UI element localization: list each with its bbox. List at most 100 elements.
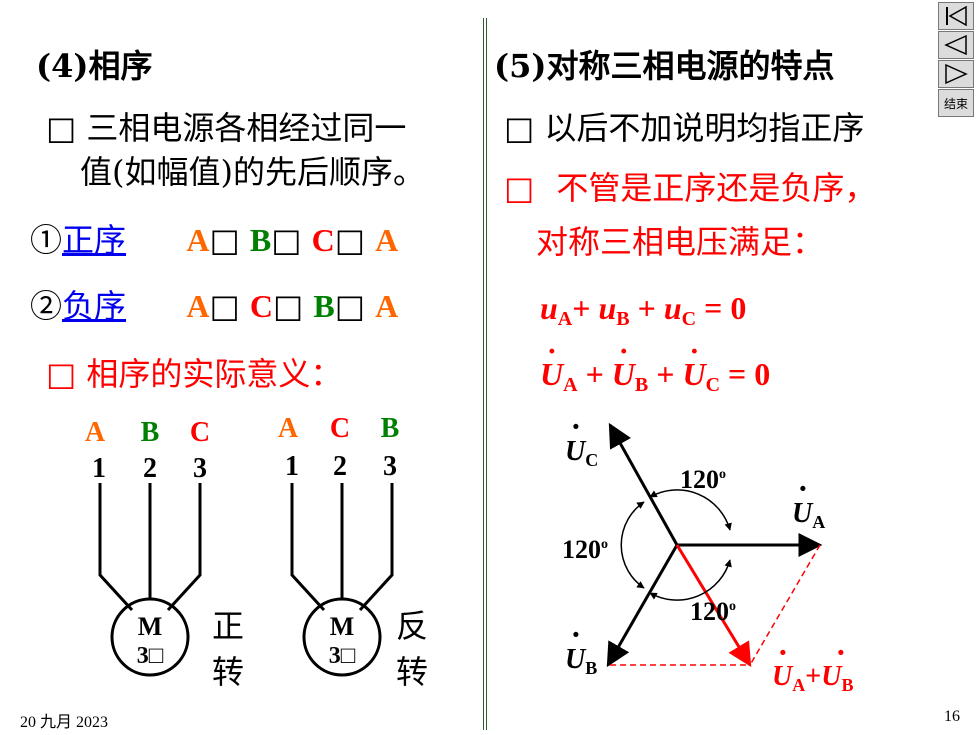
dot-ub: ·: [571, 618, 581, 651]
phasor-ub: [606, 544, 679, 668]
wire-3: [166, 483, 202, 612]
next-slide-icon: [945, 63, 968, 85]
motor-forward: A B C 1 2 3 M 3□ 正 转: [85, 417, 244, 691]
sub-b: B: [634, 374, 649, 396]
phase-b-label: B: [141, 417, 160, 448]
seq-c: C: [249, 288, 273, 324]
column-divider: [483, 18, 487, 730]
bullet-phase-order: □ 三相电源各相经过同一: [46, 108, 406, 148]
phase-b-label: B: [381, 413, 400, 444]
dot-sum-b: ·: [836, 636, 846, 669]
seq-c: C: [311, 222, 335, 258]
left-heading: (4)相序: [36, 47, 153, 85]
seq-arrow: □: [209, 221, 240, 259]
motor-circle: [302, 597, 382, 677]
dot-uc: ·: [571, 410, 581, 443]
seq-arrow: □: [271, 221, 302, 259]
angle-arc-bottom: [649, 559, 732, 601]
nav-end-button[interactable]: 结束: [938, 89, 974, 117]
bullet-mark: □: [504, 169, 535, 207]
u-symbol: u: [598, 290, 617, 326]
motor-diagram: A B C 1 2 3 M 3□ 正 转 A C B 1 2 3 M 3□ 反 …: [85, 413, 428, 691]
bullet-symmetric-text-1: 不管是正序还是负序，: [556, 169, 877, 207]
positive-sequence-link[interactable]: 正序: [62, 221, 127, 259]
wire-1: [290, 483, 326, 612]
negative-num: ②: [30, 287, 63, 325]
bullet-text-2: 值(如幅值)的先后顺序。: [80, 153, 425, 191]
practical-meaning: □ 相序的实际意义：: [46, 354, 342, 394]
footer-date: 20 九月 2023: [20, 714, 109, 731]
angle-arc-left: [620, 501, 645, 589]
angle-label-left: 120o: [562, 535, 608, 564]
bullet-default-positive: □ 以后不加说明均指正序: [504, 108, 864, 148]
motor-reverse: A C B 1 2 3 M 3□ 反 转: [278, 413, 428, 691]
u-symbol: u: [663, 290, 682, 326]
terminal-2: 2: [143, 453, 157, 484]
negative-sequence-row: ②负序 A□ C□ B□ A: [30, 286, 398, 326]
motor-label-m: M: [330, 612, 355, 641]
sub-a: A: [557, 308, 573, 330]
seq-b: B: [313, 288, 335, 324]
practical-meaning-text: 相序的实际意义：: [86, 355, 343, 393]
label-uc: UC: [565, 436, 598, 470]
equals-zero: = 0: [704, 290, 747, 326]
seq-arrow: □: [334, 287, 365, 325]
sub-c: C: [705, 374, 721, 396]
first-slide-icon: [946, 5, 967, 27]
bullet-text-1: 三相电源各相经过同一: [86, 109, 407, 147]
dashed-parallel-a: [749, 544, 821, 666]
u-symbol: u: [540, 290, 558, 326]
forward-label-2: 转: [212, 653, 244, 691]
reverse-label-1: 反: [396, 607, 428, 645]
bullet-default-text: 以后不加说明均指正序: [544, 109, 865, 147]
positive-num: ①: [30, 221, 63, 259]
bullet-mark: □: [46, 109, 77, 147]
terminal-1: 1: [92, 453, 106, 484]
page-number: 16: [944, 708, 960, 725]
u-phasor-symbol: U: [540, 332, 563, 394]
positive-sequence-row: ①正序 A□ B□ C□ A: [30, 220, 398, 260]
equation-phasor: UA + UB + UC = 0: [540, 332, 771, 396]
bullet-symmetric-text-2: 对称三相电压满足：: [536, 223, 825, 261]
sub-c: C: [681, 308, 697, 330]
motor-label-3: 3□: [137, 643, 164, 669]
nav-next-button[interactable]: [938, 60, 974, 88]
terminal-2: 2: [333, 451, 347, 482]
plus: +: [585, 356, 604, 392]
phasor-uc: [608, 422, 679, 546]
equals-zero: = 0: [728, 356, 771, 392]
reverse-label-2: 转: [396, 653, 428, 691]
seq-arrow: □: [273, 287, 304, 325]
angle-label-top: 120o: [680, 465, 726, 494]
terminal-3: 3: [193, 453, 207, 484]
terminal-1: 1: [285, 451, 299, 482]
bullet-symmetric: □ 不管是正序还是负序，: [504, 168, 876, 208]
angle-label-bottom: 120o: [690, 597, 736, 626]
seq-arrow: □: [334, 221, 365, 259]
phase-a-label: A: [85, 417, 106, 448]
nav-prev-button[interactable]: [938, 31, 974, 59]
label-sum: UA+UB: [772, 661, 853, 695]
u-phasor-symbol: U: [682, 332, 705, 394]
motor-label-3: 3□: [329, 643, 356, 669]
motor-circle: [110, 597, 190, 677]
wire-3: [358, 483, 394, 612]
plus: +: [572, 290, 591, 326]
phase-a-label: A: [278, 413, 299, 444]
u-phasor-symbol: U: [612, 332, 635, 394]
plus: +: [656, 356, 675, 392]
phase-c-label: C: [330, 413, 350, 444]
wire-1: [98, 483, 134, 612]
motor-label-m: M: [138, 612, 163, 641]
terminal-3: 3: [383, 451, 397, 482]
nav-first-button[interactable]: [938, 2, 974, 30]
dot-sum-a: ·: [778, 636, 788, 669]
seq-b: B: [249, 222, 272, 258]
seq-a-end: A: [375, 288, 399, 324]
dot-ua: ·: [798, 472, 808, 505]
sub-b: B: [616, 308, 630, 330]
prev-slide-icon: [944, 34, 967, 56]
negative-sequence-link[interactable]: 负序: [62, 287, 127, 325]
label-ub: UB: [565, 644, 597, 678]
sub-a: A: [563, 374, 578, 396]
